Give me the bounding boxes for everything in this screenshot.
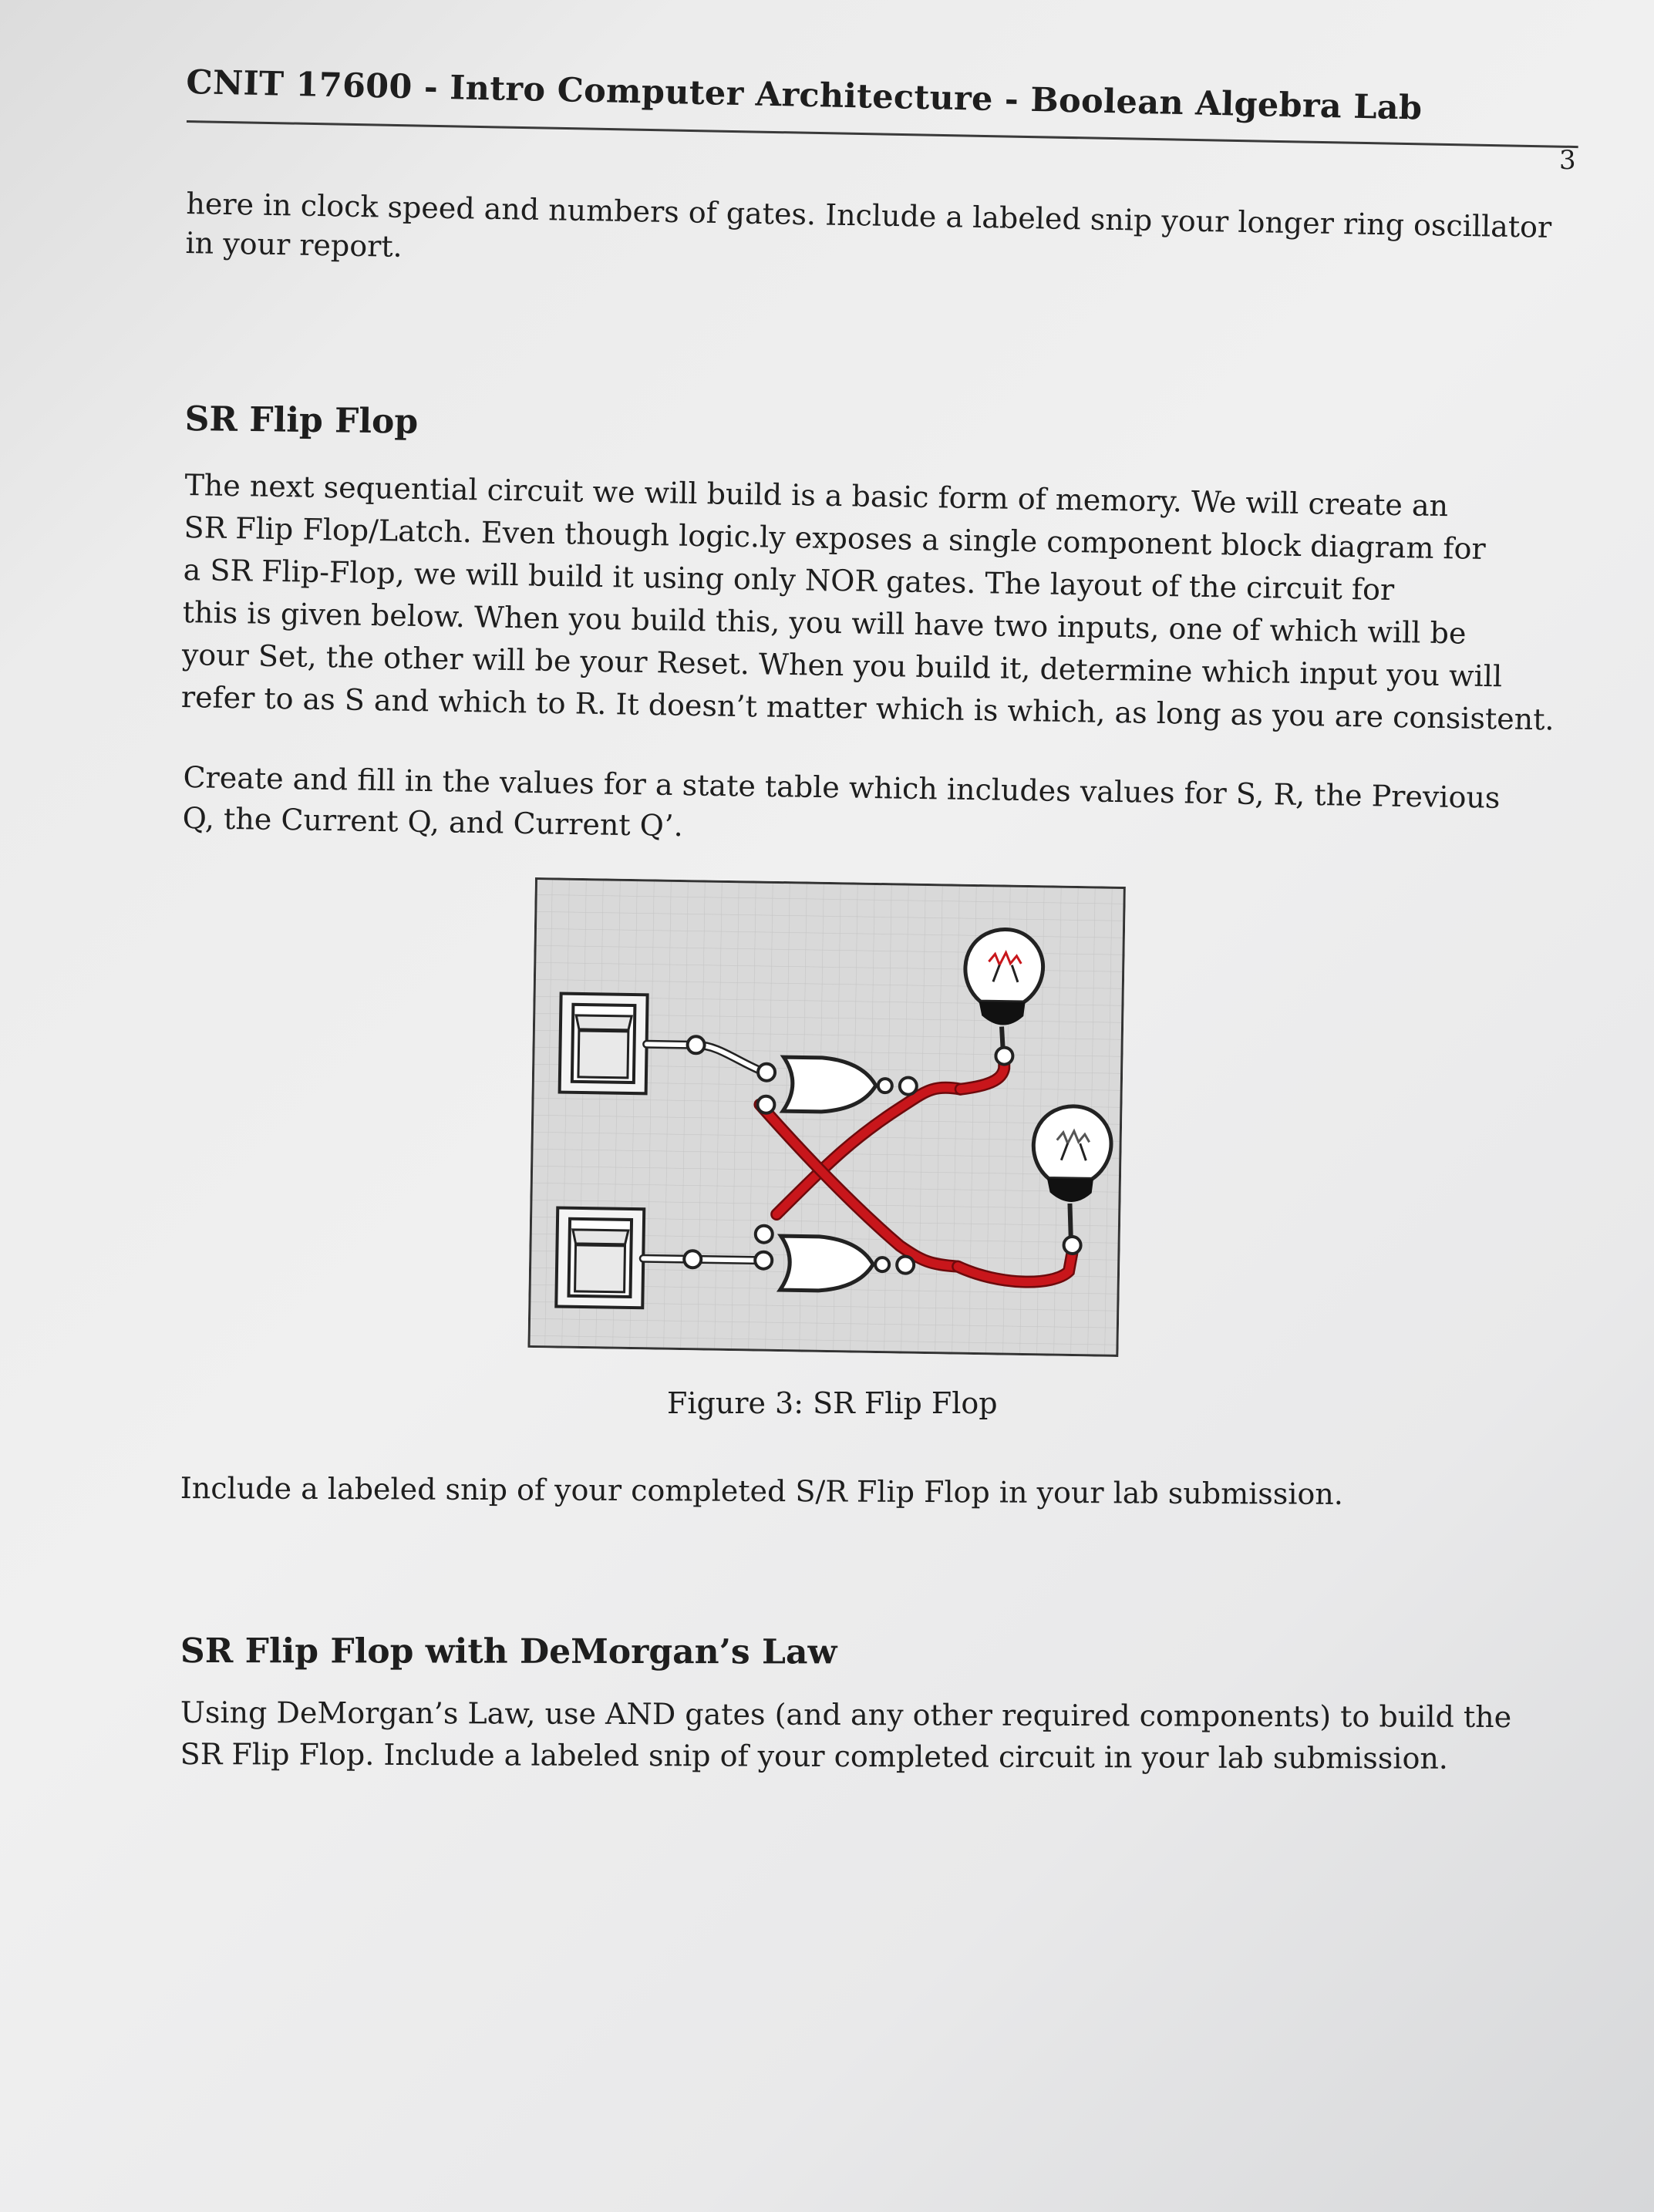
sr-paragraph-3: Include a labeled snip of your completed… [180, 1466, 1343, 1517]
paragraph-line: SR Flip Flop. Include a labeled snip of … [180, 1736, 1449, 1776]
header-title: CNIT 17600 - Intro Computer Architecture… [185, 63, 1423, 128]
toggle-switch-top [558, 992, 649, 1096]
feedback-wires [753, 1057, 1079, 1288]
demorgan-paragraph: Using DeMorgan’s Law, use AND gates (and… [180, 1692, 1512, 1779]
circuit-diagram [527, 877, 1126, 1357]
sr-paragraph-2: Create and fill in the values for a stat… [182, 756, 1501, 861]
sr-flip-flop-figure [527, 877, 1126, 1357]
figure-border [527, 877, 1126, 1357]
light-bulb-q-prime-icon [1031, 1104, 1113, 1238]
nor-gate-bottom [776, 1234, 891, 1293]
section-heading-demorgan: SR Flip Flop with DeMorgan’s Law [180, 1631, 837, 1672]
figure-caption: Figure 3: SR Flip Flop [667, 1386, 998, 1420]
section-heading-sr-flip-flop: SR Flip Flop [184, 399, 419, 442]
nor-gate-top [779, 1055, 894, 1114]
light-bulb-q-icon [963, 928, 1045, 1049]
paragraph-line: Include a labeled snip of your completed… [180, 1470, 1344, 1511]
page-number: 3 [1559, 145, 1576, 176]
toggle-switch-bottom [554, 1206, 646, 1310]
sr-paragraph-1: The next sequential circuit we will buil… [181, 464, 1558, 741]
paragraph-line: Using DeMorgan’s Law, use AND gates (and… [180, 1695, 1512, 1735]
intro-paragraph: here in clock speed and numbers of gates… [185, 182, 1552, 289]
connector-nodes [682, 1035, 1083, 1275]
